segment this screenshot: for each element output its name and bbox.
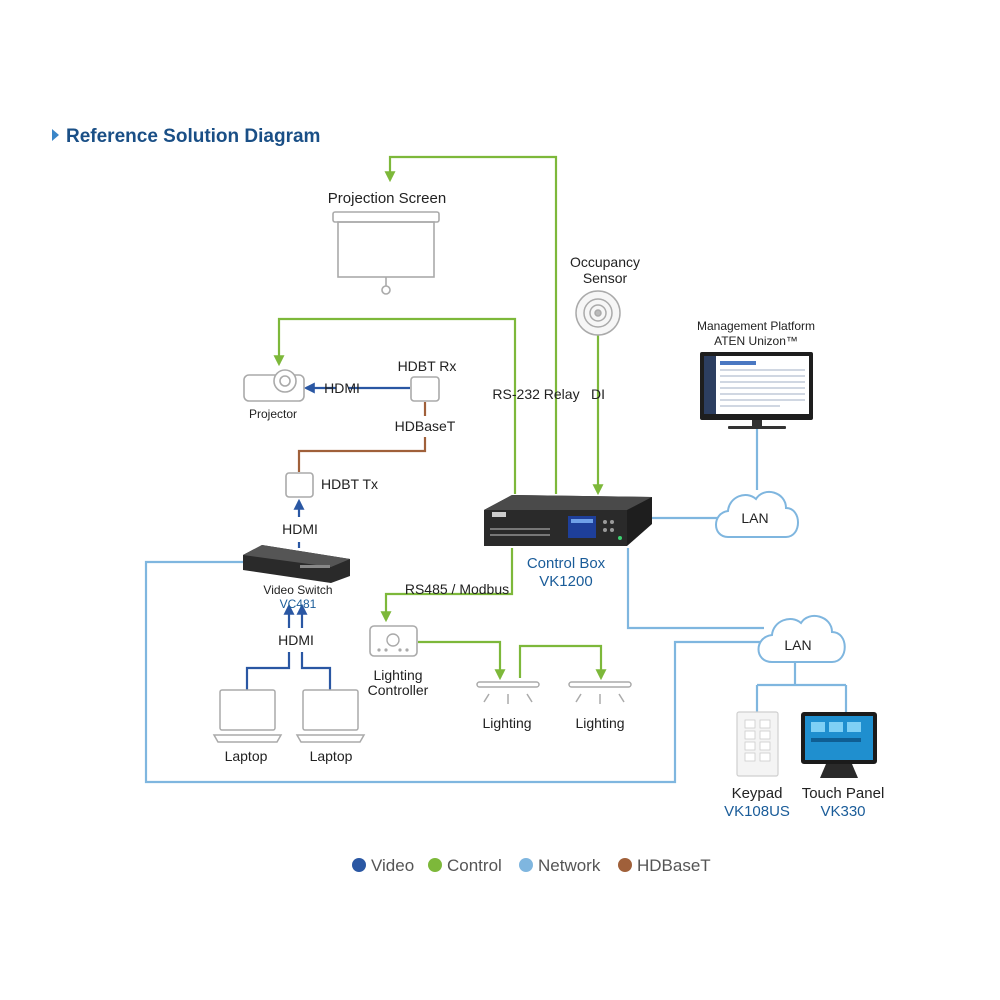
light-fixture-icon <box>568 681 632 704</box>
management-platform-label-1: Management Platform <box>697 319 815 333</box>
cloud-icon <box>757 614 846 663</box>
touch-panel-icon <box>801 712 877 778</box>
laptop-2-label: Laptop <box>310 748 353 764</box>
hdbaset-lines <box>297 402 427 472</box>
lighting-1-label: Lighting <box>482 715 531 731</box>
laptop-1-label: Laptop <box>225 748 268 764</box>
lighting-1: Lighting <box>476 681 540 731</box>
label-hdbaset: HDBaseT <box>395 418 456 434</box>
control-box-label: Control Box <box>527 555 606 572</box>
cloud-icon <box>715 490 799 538</box>
connection-labels: HDMI HDBaseT HDMI HDMI RS-232 Relay DI R… <box>278 380 605 648</box>
label-hdmi-projector: HDMI <box>324 380 360 396</box>
lighting-controller-label-1: Lighting <box>373 667 422 683</box>
hdbt-rx: HDBT Rx <box>398 358 457 402</box>
keypad-model: VK108US <box>724 803 790 820</box>
lighting-controller: Lighting Controller <box>368 625 429 698</box>
label-di: DI <box>591 386 605 402</box>
hdbaset-line-tx <box>297 437 427 472</box>
title-text: Reference Solution Diagram <box>66 126 320 147</box>
control-line-rs485 <box>380 548 514 623</box>
projector: Projector <box>243 369 305 421</box>
label-rs485: RS485 / Modbus <box>405 581 509 597</box>
label-rs232: RS-232 Relay <box>492 386 579 402</box>
projection-screen: Projection Screen <box>328 190 446 295</box>
management-platform-label-2: ATEN Unizon™ <box>714 334 798 348</box>
control-box: Control Box VK1200 <box>484 495 652 590</box>
hdbt-rx-icon <box>410 376 440 402</box>
lan-cloud-1: LAN <box>715 490 799 538</box>
video-switch-label: Video Switch <box>263 583 332 597</box>
legend-item-video: Video <box>352 856 414 875</box>
hdbt-tx-icon <box>285 472 314 498</box>
light-fixture-icon <box>476 681 540 704</box>
keypad: Keypad VK108US <box>724 711 790 820</box>
control-line-rs232-projector <box>273 317 517 494</box>
network-line-videoswitch-lan2 <box>144 560 762 784</box>
control-line-lighting-2 <box>518 644 607 681</box>
control-box-icon <box>484 495 652 546</box>
lan-cloud-2: LAN <box>757 614 846 663</box>
video-switch: Video Switch VC481 <box>243 545 350 611</box>
legend-item-hdbaset: HDBaseT <box>618 856 711 875</box>
lan-1-label: LAN <box>741 510 768 526</box>
legend-swatch <box>519 858 533 872</box>
legend-label: Video <box>371 856 414 875</box>
laptop-2: Laptop <box>295 689 366 764</box>
projection-screen-label: Projection Screen <box>328 190 446 207</box>
video-switch-icon <box>243 545 350 583</box>
occupancy-sensor-label-2: Sensor <box>583 270 628 286</box>
lighting-controller-icon <box>369 625 418 657</box>
control-lines <box>273 155 607 681</box>
lighting-2: Lighting <box>568 681 632 731</box>
occupancy-sensor: Occupancy Sensor <box>570 254 640 336</box>
legend-label: Network <box>538 856 601 875</box>
legend-item-network: Network <box>519 856 601 875</box>
video-line-laptop2 <box>302 606 332 690</box>
legend-item-control: Control <box>428 856 502 875</box>
laptop-icon <box>212 689 283 743</box>
network-lines <box>144 428 848 784</box>
touch-panel: Touch Panel VK330 <box>801 712 884 820</box>
hdbt-tx: HDBT Tx <box>285 472 378 498</box>
legend-swatch <box>428 858 442 872</box>
hdbt-rx-label: HDBT Rx <box>398 358 457 374</box>
legend-swatch <box>618 858 632 872</box>
control-line-lighting <box>418 640 506 681</box>
occupancy-sensor-label-1: Occupancy <box>570 254 640 270</box>
legend: Video Control Network HDBaseT <box>352 856 711 875</box>
legend-swatch <box>352 858 366 872</box>
monitor-icon <box>700 352 813 429</box>
video-switch-model: VC481 <box>280 597 317 611</box>
legend-label: Control <box>447 856 502 875</box>
network-line-controlbox-lan2 <box>626 548 764 630</box>
label-hdmi-laptops: HDMI <box>278 632 314 648</box>
projector-icon <box>243 369 305 402</box>
label-hdmi-switch: HDMI <box>282 521 318 537</box>
laptop-icon <box>295 689 366 743</box>
projector-label: Projector <box>249 407 297 421</box>
control-box-model: VK1200 <box>539 573 592 590</box>
laptop-1: Laptop <box>212 689 283 764</box>
hdbt-tx-label: HDBT Tx <box>321 476 378 492</box>
occupancy-sensor-icon <box>575 290 621 336</box>
lan-2-label: LAN <box>784 637 811 653</box>
lighting-2-label: Lighting <box>575 715 624 731</box>
keypad-icon <box>736 711 779 777</box>
touch-panel-model: VK330 <box>820 803 865 820</box>
video-line-laptop1 <box>245 606 289 690</box>
touch-panel-label: Touch Panel <box>802 785 885 802</box>
diagram-title: Reference Solution Diagram <box>52 126 320 147</box>
control-line-rs232-screen <box>384 155 558 494</box>
keypad-label: Keypad <box>732 785 783 802</box>
legend-label: HDBaseT <box>637 856 711 875</box>
network-line-lan2-devices <box>755 662 848 712</box>
management-platform: Management Platform ATEN Unizon™ <box>697 319 815 429</box>
video-lines <box>245 388 410 690</box>
title-marker-icon <box>52 129 59 141</box>
projection-screen-icon <box>332 211 440 295</box>
lighting-controller-label-2: Controller <box>368 682 429 698</box>
